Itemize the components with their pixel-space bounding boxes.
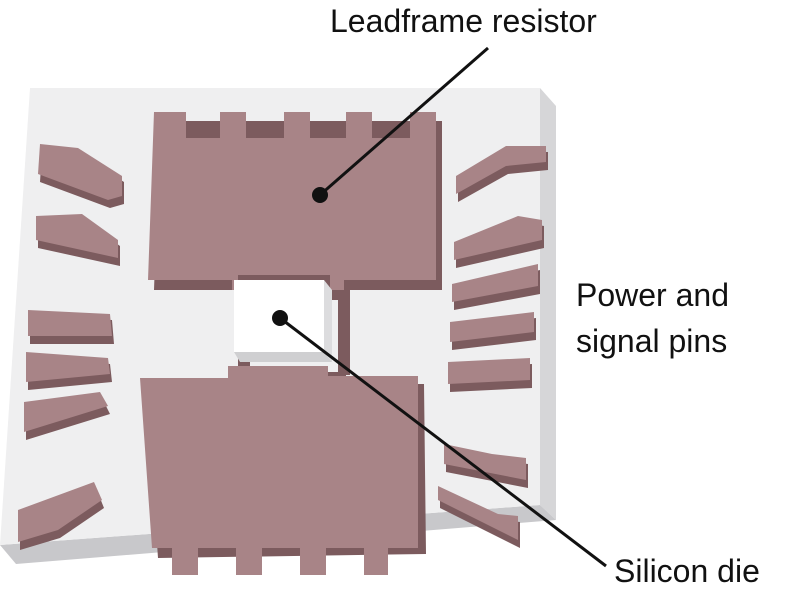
leadframe-resistor-label: Leadframe resistor <box>330 3 597 39</box>
leadframe-pointer-line <box>319 46 489 197</box>
resistor-top-pad <box>148 112 436 290</box>
silicon-die-label: Silicon die <box>614 553 760 589</box>
pin <box>450 312 536 350</box>
pin <box>36 214 120 266</box>
pin <box>28 310 114 344</box>
left-pins <box>18 144 124 550</box>
resistor-bottom-pad <box>140 366 418 575</box>
pin <box>438 486 520 548</box>
die-side <box>234 352 332 362</box>
right-pins <box>438 146 548 548</box>
die-side-right <box>324 280 332 362</box>
pin <box>452 264 540 310</box>
pointers <box>272 46 607 568</box>
pin <box>454 216 544 268</box>
pin <box>26 352 112 390</box>
die-pointer-dot <box>272 310 288 326</box>
leadframe-pointer-dot <box>312 187 328 203</box>
pin <box>456 146 548 202</box>
package-side-right <box>540 88 556 520</box>
pin <box>18 482 104 550</box>
pin <box>24 392 110 440</box>
leadframe-resistor-bottom <box>140 366 426 575</box>
pins-label-line2: signal pins <box>576 323 727 359</box>
pins-label-line1: Power and <box>576 277 729 313</box>
pin <box>38 144 124 208</box>
die-pointer-line <box>279 316 607 568</box>
pin <box>448 358 532 392</box>
